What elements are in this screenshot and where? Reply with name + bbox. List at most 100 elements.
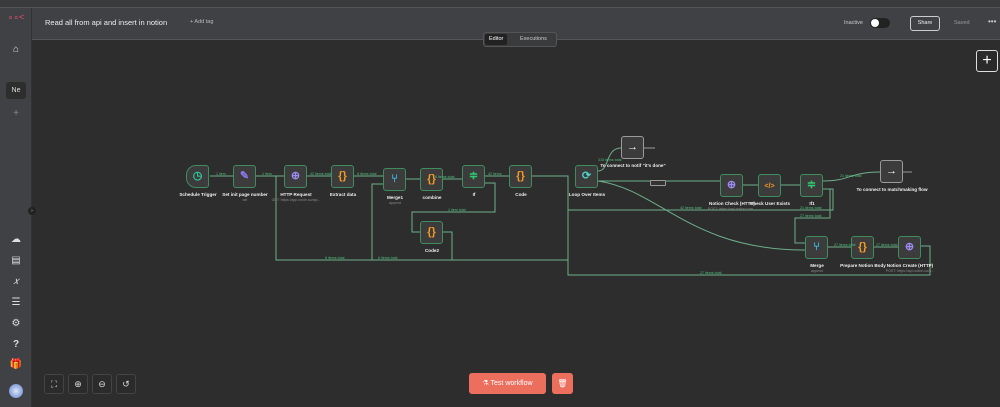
workflow-node[interactable]: ⊕ — [284, 165, 307, 188]
node-label: If1 — [809, 201, 815, 206]
fit-view-button[interactable]: ⛶ — [44, 374, 64, 394]
globe-icon: ⊕ — [904, 241, 915, 253]
workflow-node[interactable]: → — [880, 160, 903, 183]
executions-list-icon[interactable]: ☰ — [11, 297, 21, 308]
node-label: Loop Over Items — [568, 192, 606, 197]
sidebar-collapse-toggle[interactable]: › — [28, 207, 36, 215]
node-label: HTTP Request — [280, 192, 312, 197]
active-status-label: Inactive — [844, 20, 863, 26]
more-options-button[interactable]: ••• — [988, 17, 997, 26]
globe-icon: ⊕ — [726, 179, 737, 191]
edge-label: 27 items total — [700, 271, 722, 275]
variables-icon[interactable]: 𝑥 — [13, 276, 19, 287]
node-label: Merge1 — [386, 195, 404, 200]
sidebar: ∘∘< ⌂ Ne + ☁ ▤ 𝑥 ☰ ⚙ ? 🎁 — [0, 8, 32, 407]
saved-status: Saved — [954, 20, 970, 26]
delete-button[interactable]: 🗑 — [552, 373, 573, 394]
node-subtitle: set — [242, 198, 248, 202]
tab-executions[interactable]: Executions — [520, 36, 547, 42]
n8n-logo-icon[interactable]: ∘∘< — [7, 12, 25, 22]
home-icon[interactable]: ⌂ — [12, 44, 20, 55]
node-label: Schedule Trigger — [179, 192, 217, 197]
help-icon[interactable]: ? — [12, 339, 20, 350]
node-label: Code — [515, 192, 527, 197]
node-subtitle: POST: https://api.notion.com... — [707, 207, 757, 211]
braces-icon: {} — [338, 170, 347, 182]
braces-icon: {} — [427, 226, 436, 238]
braces-icon: {} — [858, 241, 867, 253]
edge-label: 27 items total — [800, 214, 822, 218]
arrow-icon: → — [627, 141, 638, 153]
view-tabs: Editor Executions — [483, 32, 557, 47]
edge — [794, 188, 831, 244]
node-subtitle: append — [389, 201, 401, 205]
flask-icon: ⚗ — [482, 380, 491, 387]
node-subtitle: GET: https://app.circle.so/api... — [271, 198, 321, 202]
workflow-node[interactable]: → — [621, 136, 644, 159]
edge-label: 21 items total — [840, 174, 862, 178]
workflow-node[interactable]: ⑂ — [805, 236, 828, 259]
node-label: To connect to notif "it's done" — [600, 163, 666, 168]
project-button[interactable]: Ne — [6, 82, 26, 99]
tab-editor[interactable]: Editor — [485, 34, 508, 45]
edge-label: 42 items — [488, 172, 502, 176]
templates-icon[interactable]: ▤ — [11, 255, 21, 266]
workflow-title[interactable]: Read all from api and insert in notion — [45, 18, 168, 27]
workflow-node[interactable]: {} — [331, 165, 354, 188]
braces-icon: {} — [427, 173, 436, 185]
edge — [532, 175, 931, 276]
node-label: Check User Exists — [749, 201, 791, 206]
edge-label: 1 item — [262, 172, 272, 176]
reset-zoom-button[interactable]: ↺ — [116, 374, 136, 394]
edge-label: 6 items total — [325, 256, 345, 260]
node-subtitle: POST: https://api.notion.com... — [885, 269, 935, 273]
node-label: Code2 — [424, 248, 440, 253]
pencil-icon: ✎ — [239, 170, 250, 182]
workflow-node[interactable]: ⊕ — [720, 174, 743, 197]
merge-icon: ⑂ — [813, 241, 820, 253]
workflow-node[interactable]: ≑ — [800, 174, 823, 197]
test-workflow-button[interactable]: ⚗ Test workflow — [469, 373, 546, 394]
trash-icon: 🗑 — [557, 379, 568, 388]
workflow-node[interactable]: ✎ — [233, 165, 256, 188]
workflow-node[interactable]: {} — [420, 221, 443, 244]
globe-icon: ⊕ — [290, 170, 301, 182]
edge — [822, 171, 881, 182]
edge — [644, 147, 912, 173]
settings-gear-icon[interactable]: ⚙ — [11, 318, 21, 329]
clock-icon: ◷ — [192, 170, 203, 182]
workflow-node[interactable]: ⟳ — [575, 165, 598, 188]
zoom-in-button[interactable]: ⊕ — [68, 374, 88, 394]
zoom-out-button[interactable]: ⊖ — [92, 374, 112, 394]
add-tag-link[interactable]: + Add tag — [190, 19, 214, 25]
arrow-icon: → — [886, 165, 897, 177]
gift-icon[interactable]: 🎁 — [9, 359, 23, 370]
edge-label: 6 items total — [357, 172, 377, 176]
workflow-node[interactable]: ◷ — [186, 165, 209, 188]
edge-actions[interactable] — [650, 180, 666, 186]
workflow-node[interactable]: ⊕ — [898, 236, 921, 259]
node-label: Set init page number — [222, 192, 268, 197]
user-avatar[interactable] — [9, 384, 23, 398]
edge-label: 1 item — [216, 172, 226, 176]
share-button[interactable]: Share — [910, 16, 940, 31]
active-toggle[interactable] — [870, 18, 890, 28]
cloud-icon[interactable]: ☁ — [11, 234, 21, 245]
edge-label: 27 items total — [876, 243, 898, 247]
edge-label: 315 items total — [598, 158, 622, 162]
node-subtitle: append — [811, 269, 823, 273]
workflow-node[interactable]: </> — [758, 174, 781, 197]
workflow-node[interactable]: {} — [420, 168, 443, 191]
edge — [275, 175, 569, 261]
edge-label: 21 items total — [800, 206, 822, 210]
workflow-node[interactable]: ≑ — [462, 165, 485, 188]
workflow-node[interactable]: {} — [509, 165, 532, 188]
node-label: Extract data — [329, 192, 357, 197]
workflow-node[interactable]: ⑂ — [383, 168, 406, 191]
add-project-icon[interactable]: + — [13, 108, 19, 119]
workflow-node[interactable]: {} — [851, 236, 874, 259]
edge-label: 6 items total — [378, 256, 398, 260]
edge-label: 6 items total — [435, 175, 455, 179]
add-node-button[interactable]: + — [976, 50, 998, 72]
node-label: Notion Create (HTTP) — [886, 263, 934, 268]
